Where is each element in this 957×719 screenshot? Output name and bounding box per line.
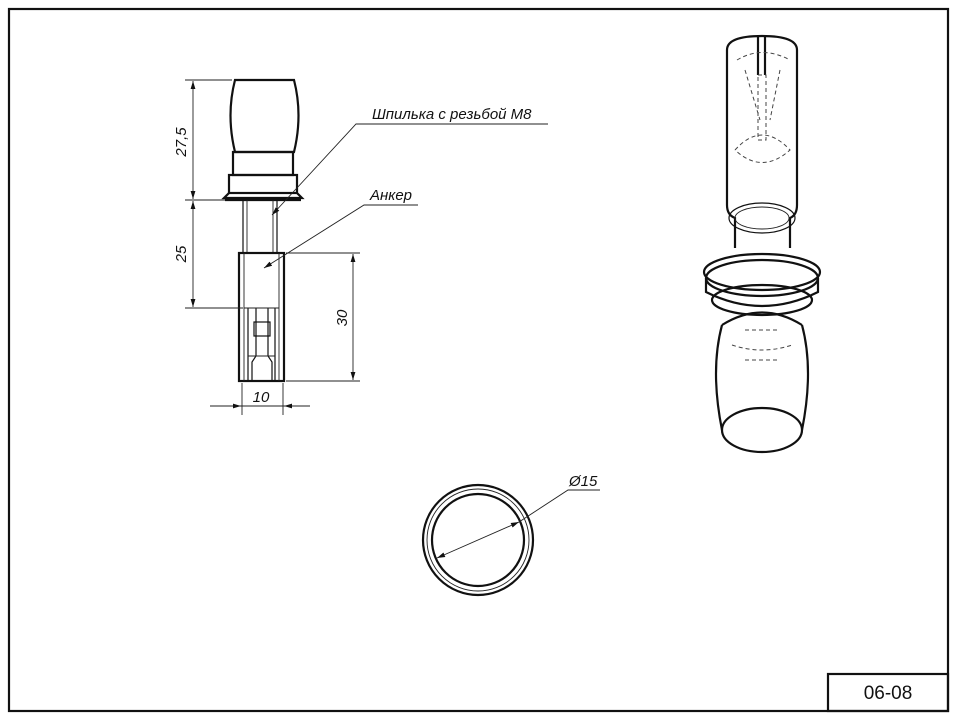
stud-leader [271,123,548,216]
stud-label: Шпилька с резьбой М8 [372,106,532,123]
drawing-code: 06-08 [864,683,913,704]
isometric-view [702,34,822,454]
drawing-frame [7,7,950,713]
dim-head-height: 27,5 [173,127,190,158]
cap-flange [227,173,299,195]
dim-stud-height: 25 [173,245,190,263]
anchor-body [237,251,286,383]
anchor-label: Анкер [369,187,412,204]
cap-band [231,150,295,177]
cap-base [221,192,305,200]
dim-diameter: Ø15 [568,473,598,490]
stud [242,200,278,253]
top-view: Ø15 [421,473,600,597]
title-block: 06-08 [826,672,950,713]
side-view: 27,5 25 30 10 Шпилька с резьбой М8 Анкер [173,78,548,415]
cap-head [229,78,300,154]
dim-anchor-length: 30 [334,309,351,326]
dim-width: 10 [253,389,270,406]
dimension-lines [185,79,360,415]
anchor-leader [263,204,418,269]
